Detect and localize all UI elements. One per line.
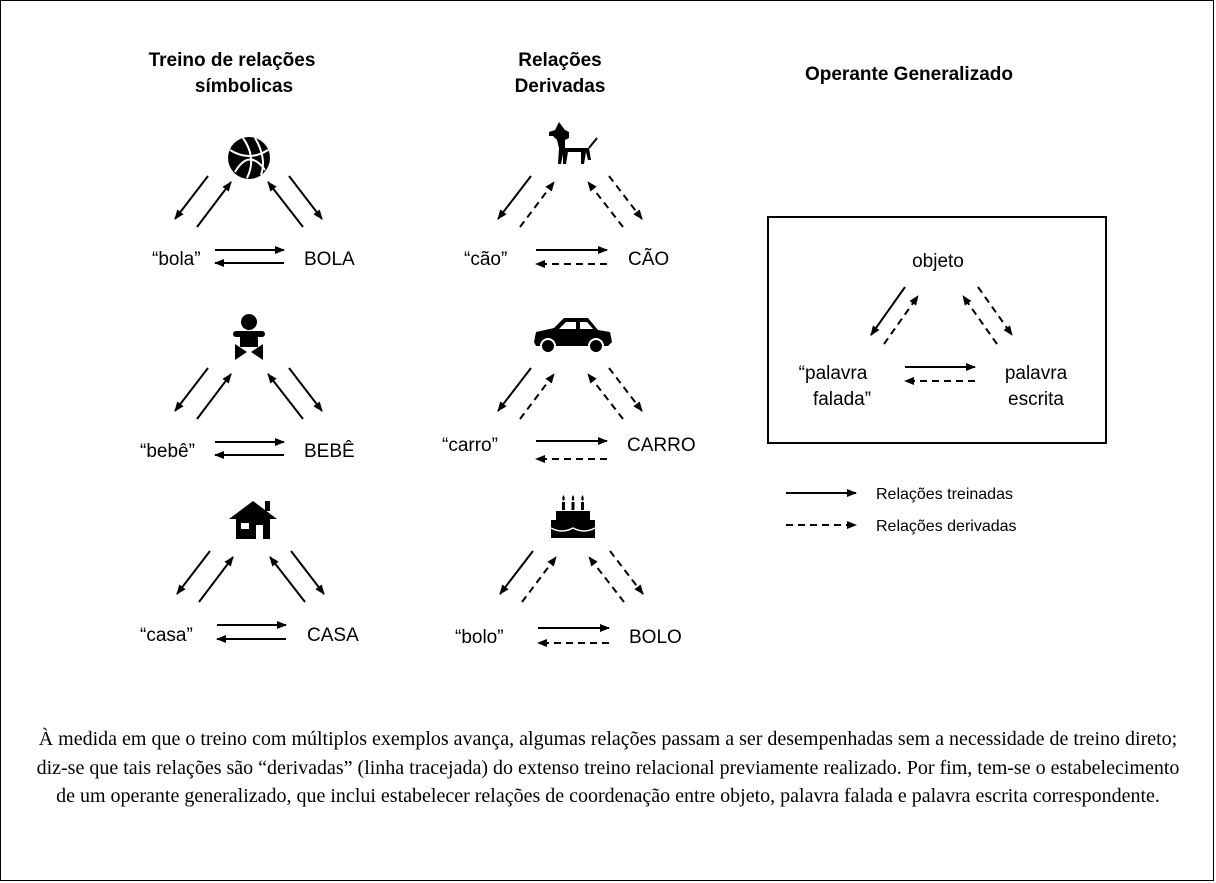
- trained-triangle-bebe: “bebê” BEBÊ: [140, 314, 355, 462]
- house-icon: [229, 501, 277, 539]
- generalized-operant-box: objeto “palavra falada” palavra escrita: [767, 216, 1107, 444]
- spoken-word-carro: “carro”: [442, 435, 498, 456]
- written-word-carro: CARRO: [627, 435, 696, 456]
- col2-header-line2: Derivadas: [515, 76, 606, 97]
- derived-triangle-bolo: “bolo” BOLO: [455, 494, 682, 648]
- written-word-cao: CÃO: [628, 248, 669, 270]
- spoken-word-label-line2: falada”: [813, 389, 871, 410]
- written-word-label-line2: escrita: [1008, 389, 1064, 410]
- col1-header-line2: símbolicas: [195, 76, 293, 97]
- dog-icon: [548, 121, 598, 165]
- trained-triangle-bola: “bola” BOLA: [152, 136, 355, 270]
- written-word-casa: CASA: [307, 625, 359, 646]
- written-word-bebe: BEBÊ: [304, 440, 355, 462]
- spoken-word-cao: “cão”: [464, 249, 507, 270]
- written-word-bola: BOLA: [304, 249, 355, 270]
- spoken-word-bebe: “bebê”: [140, 441, 195, 462]
- spoken-word-bola: “bola”: [152, 249, 201, 270]
- col3-header: Operante Generalizado: [805, 64, 1013, 85]
- legend-trained-label: Relações treinadas: [876, 486, 1013, 503]
- figure-caption: À medida em que o treino com múltiplos e…: [36, 728, 1180, 807]
- derived-triangle-cao: “cão” CÃO: [464, 121, 669, 270]
- legend-derived-label: Relações derivadas: [876, 518, 1017, 535]
- trained-triangle-casa: “casa” CASA: [140, 501, 359, 646]
- derived-triangle-carro: “carro” CARRO: [442, 317, 696, 463]
- baby-icon: [233, 314, 265, 360]
- cake-icon: [550, 494, 596, 539]
- spoken-word-bolo: “bolo”: [455, 627, 504, 648]
- col1-header-line1: Treino de relações: [149, 50, 316, 71]
- object-label: objeto: [912, 251, 964, 272]
- legend: Relações treinadas Relações derivadas: [786, 486, 1017, 535]
- basketball-icon: [227, 136, 271, 180]
- written-word-label-line1: palavra: [1005, 363, 1068, 384]
- col2-header-line1: Relações: [518, 50, 601, 71]
- spoken-word-label-line1: “palavra: [799, 363, 868, 384]
- written-word-bolo: BOLO: [629, 627, 682, 648]
- spoken-word-casa: “casa”: [140, 625, 193, 646]
- car-icon: [533, 317, 613, 354]
